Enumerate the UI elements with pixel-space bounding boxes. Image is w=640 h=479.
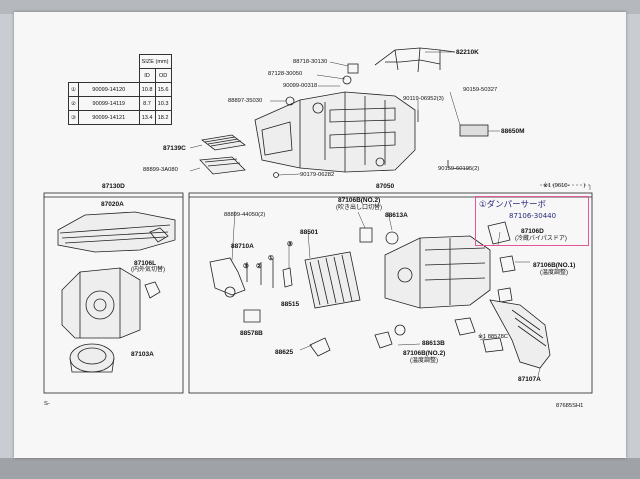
label-88650M: 88650M [501,128,525,135]
row-number: ② [67,96,80,111]
label-88710A: 88710A [231,243,254,250]
inner-diameter: 8.7 [138,96,156,111]
label-88899-a: 88899-3A080 [143,167,178,173]
label-87139C: 87139C [163,145,186,152]
label-88625: 88625 [275,349,294,356]
inner-diameter: 10.8 [138,82,156,97]
label-87106D: 87106D [521,228,544,235]
heater-core-87107A [489,299,551,369]
label-87106D-desc: (冷蔵バイパスドア) [515,236,567,242]
box-blower-unit [43,192,184,394]
label-88613A: 88613A [385,212,408,219]
hose-size-table: SIZE (mm) ID OD ① 90099-14120 10.8 15.6 … [67,54,172,125]
inner-diameter: 13.4 [138,110,156,125]
label-88897: 88897-35030 [228,98,263,104]
label-87106B-bottom: 87106B(NO.2) [403,350,446,357]
label-87107A: 87107A [518,376,541,383]
top-ac-unit-drawing [254,91,416,173]
table-row: ① 90099-14120 10.8 15.6 [67,82,172,97]
label-90179: 90179-06282 [300,172,335,178]
footer-right: 87685SH1 [556,403,584,409]
label-90099: 90099-00318 [283,83,318,89]
label-87106B-top: 87106B(NO.2) [338,197,381,204]
label-87106B-top-desc: (吹き出し口切替) [336,205,382,211]
label-87130D: 87130D [102,183,125,190]
part-88718 [347,63,359,74]
box-evaporator-unit [188,192,593,394]
wire-harness-drawing [374,47,456,66]
part-number: 90099-14121 [78,110,140,125]
label-88578C: ※1 88578C [478,334,508,340]
row-number: ③ [67,110,80,125]
label-90159-a: 90159-50327 [463,87,498,93]
callout-2: ② [256,263,262,270]
callout-1: ① [268,255,274,262]
background-top [0,0,640,14]
outer-diameter: 10.3 [154,96,172,111]
table-row: ③ 90099-14121 13.4 18.2 [67,110,172,125]
label-90159-b: 90159-60195(2) [438,166,480,172]
note-1: ※1 (0610-) [543,183,585,190]
label-87106L: 87106L [134,260,157,267]
row-number: ① [67,82,80,97]
col-id: ID [138,68,156,83]
label-87020A: 87020A [101,201,124,208]
outer-diameter: 15.6 [154,82,172,97]
label-87106B-bottom-desc: (温度調整) [410,358,438,364]
table-row: ② 90099-14119 8.7 10.3 [67,96,172,111]
label-88899-b: 88899-44050(2) [224,212,266,218]
size-header: SIZE (mm) [138,54,172,69]
filter-87139C [201,134,246,151]
callout-3b: ③ [287,241,293,248]
hvac-case-drawing [374,221,551,369]
note-1-text: ※1 (0610- [543,183,570,189]
background-bottom [0,458,640,479]
label-88613B: 88613B [422,340,445,347]
label-87128: 87128-30050 [268,71,303,77]
filter-88899 [199,156,246,175]
label-88578B: 88578B [240,330,263,337]
outer-diameter: 18.2 [154,110,172,125]
note-1-close: ) [583,183,586,189]
label-90119: 90119-06952(3) [403,96,444,102]
label-87106L-desc: (内外気切替) [131,267,165,273]
label-88501: 88501 [300,229,319,236]
handwritten-part-number: 87106-30440 [509,212,557,220]
part-number: 90099-14119 [78,96,140,111]
footer-left: S- [44,401,50,407]
col-od: OD [154,68,172,83]
label-88515: 88515 [281,301,300,308]
part-88650M [459,124,489,137]
label-87103A: 87103A [131,351,154,358]
highlight-annotation-box [475,196,589,246]
handwritten-title: ①ダンパーサーボ [479,200,546,210]
evaporator-drawing [209,227,399,357]
label-87050: 87050 [376,183,395,190]
label-82210K: 82210K [456,49,479,56]
blower-case-drawing [57,211,176,373]
label-88718: 88718-30130 [293,59,328,65]
label-87106B-no1: 87106B(NO.1) [533,262,576,269]
part-number: 90099-14120 [78,82,140,97]
callout-3a: ③ [243,263,249,270]
label-87106B-no1-desc: (温度調整) [540,270,568,276]
